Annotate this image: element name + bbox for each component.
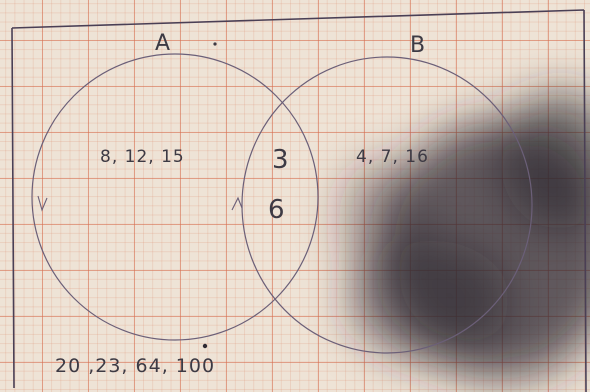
dot-mark — [202, 343, 208, 349]
circle-a — [31, 53, 319, 341]
arrow-mark-b — [231, 196, 243, 211]
dot-mark — [213, 42, 217, 46]
arrow-mark-a — [37, 195, 48, 212]
circle-b — [241, 56, 533, 354]
intersection-value-2: 6 — [268, 195, 285, 225]
universal-set-border — [11, 9, 587, 392]
set-b-label: B — [410, 33, 425, 58]
set-a-only-values: 8, 12, 15 — [100, 147, 185, 167]
intersection-value-1: 3 — [272, 145, 289, 175]
set-b-only-values: 4, 7, 16 — [356, 147, 429, 167]
outside-values: 20 ,23, 64, 100 — [55, 355, 215, 377]
set-a-label: A — [155, 31, 170, 56]
